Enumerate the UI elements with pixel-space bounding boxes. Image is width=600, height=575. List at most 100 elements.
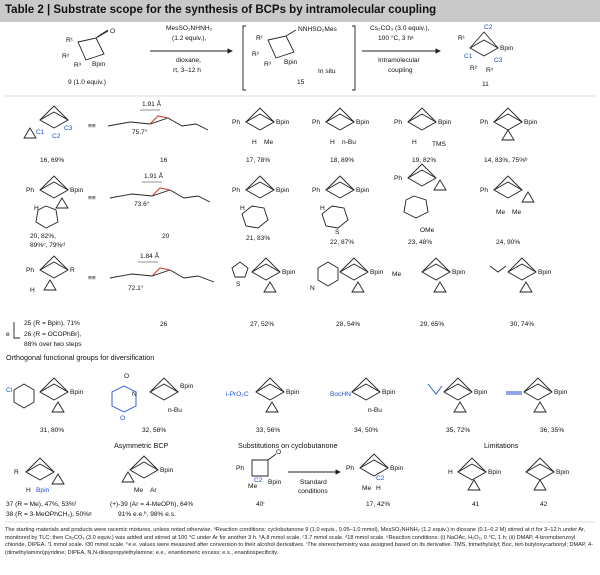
compound-20: Ph Bpin H 20, 82%, 89%ᶜ, 79%ᵈ (26, 175, 84, 249)
svg-text:Me: Me (496, 209, 505, 216)
label-20-crystal: 20 (162, 233, 170, 240)
svg-text:H: H (376, 485, 381, 492)
dist-16: 1.91 Å (142, 99, 162, 108)
section-asymmetric: Asymmetric BCP (114, 441, 169, 450)
r-25: R (70, 267, 75, 274)
bpin-14: Bpin (524, 119, 538, 126)
label-39a: (+)-39 (Ar = 4-MeOPh), 64% (110, 501, 193, 508)
compound-27: S Bpin 27, 52% (231, 257, 296, 328)
svg-text:Me: Me (362, 485, 371, 492)
label-26b: 88% over two steps (24, 341, 82, 348)
compound-35: Bpin 35, 72% (427, 377, 488, 434)
bochn-34: BocHN (330, 391, 351, 398)
standard-line2: conditions (298, 488, 328, 495)
label-26-crystal: 26 (160, 321, 168, 328)
bpin-22: Bpin (356, 187, 370, 194)
compound-21: Ph Bpin H 21, 83% (232, 175, 290, 242)
step1-line3: dioxane, (176, 57, 201, 64)
ph-24: Ph (480, 187, 488, 194)
crystal-16: 1.91 Å 75.7° 16 (107, 99, 209, 164)
bpin-18: Bpin (356, 119, 370, 126)
angle-16: 75.7° (132, 128, 148, 136)
c2-40: C2 (254, 477, 263, 484)
label-19: 19, 82% (412, 157, 436, 164)
label-14: 14, 83%, 75%ᵇ (484, 157, 528, 164)
label-33: 33, 56% (256, 427, 280, 434)
label-27: 27, 52% (250, 321, 274, 328)
compound-41: H Bpin 41 (448, 457, 502, 508)
o-32: O (124, 373, 129, 380)
label-42: 42 (540, 501, 548, 508)
section-substitutions: Substitutions on cyclobutanone (238, 441, 338, 450)
standard-line1: Standard (300, 479, 327, 486)
bpin-30: Bpin (538, 269, 552, 276)
ph-20: Ph (26, 187, 34, 194)
bpin-32: Bpin (180, 383, 194, 390)
label-c1: C1 (464, 53, 473, 60)
ph-19: Ph (394, 119, 402, 126)
svg-text:Me: Me (512, 209, 521, 216)
ar-39: Ar (150, 487, 157, 494)
bpin-20: Bpin (70, 187, 84, 194)
nbu-18: n-Bu (342, 139, 356, 146)
s-27: S (236, 281, 241, 288)
compound-42: Bpin 42 (525, 457, 570, 508)
svg-text:NNHSO₂Mes: NNHSO₂Mes (298, 26, 338, 33)
svg-text:≡≡: ≡≡ (88, 275, 96, 282)
bpin-35: Bpin (474, 389, 488, 396)
bpin-17b: Bpin (390, 465, 404, 472)
svg-text:R¹: R¹ (256, 35, 264, 42)
ome-23: OMe (420, 227, 435, 234)
label-23: 23, 48% (408, 239, 432, 246)
bpin-19: Bpin (438, 119, 452, 126)
svg-text:H: H (26, 487, 31, 494)
svg-text:H: H (30, 287, 35, 294)
svg-text:H: H (240, 205, 245, 212)
label-bpin-3: Bpin (500, 45, 514, 52)
bpin-42: Bpin (556, 469, 570, 476)
label-37: 37 (R = Me), 47%, 53%ᶠ (6, 501, 77, 508)
svg-text:Me: Me (248, 483, 257, 490)
svg-text:Me: Me (264, 139, 273, 146)
ph-18: Ph (312, 119, 320, 126)
compound-29: Me Bpin 29, 65% (392, 257, 466, 328)
svg-text:C2: C2 (52, 133, 61, 140)
bpin-36: Bpin (554, 389, 568, 396)
cl-31: Cl (6, 387, 13, 394)
label-bpin-2: Bpin (284, 59, 298, 66)
svg-text:R²: R² (252, 51, 260, 58)
compound-30: Bpin 30, 74% (489, 257, 552, 328)
label-20b: 89%ᶜ, 79%ᵈ (30, 242, 65, 249)
svg-text:R¹: R¹ (66, 37, 74, 44)
label-36: 36, 35% (540, 427, 564, 434)
compound-36: Bpin 36, 35% (506, 377, 568, 434)
bpin-33: Bpin (286, 389, 300, 396)
bpin-27: Bpin (282, 269, 296, 276)
label-16-crystal: 16 (160, 157, 168, 164)
step2-line4: coupling (388, 67, 413, 74)
label-35: 35, 72% (446, 427, 470, 434)
nbu-34: n-Bu (368, 407, 382, 414)
label-21: 21, 83% (246, 235, 270, 242)
table-title: Table 2 | Substrate scope for the synthe… (5, 4, 437, 16)
svg-text:H: H (320, 205, 325, 212)
in-situ-label: In situ (318, 68, 336, 75)
h-41: H (448, 469, 453, 476)
ph-21: Ph (232, 187, 240, 194)
angle-26: 72.1° (128, 284, 144, 292)
svg-text:≡≡: ≡≡ (88, 123, 96, 130)
label-28: 28, 54% (336, 321, 360, 328)
bpin-34: Bpin (382, 389, 396, 396)
compound-37-38: R H Bpin 37 (R = Me), 47%, 53%ᶠ 38 (R = … (6, 457, 92, 518)
compound-39: Bpin Me Ar (+)-39 (Ar = 4-MeOPh), 64% 91… (110, 455, 193, 518)
bpin-28: Bpin (370, 269, 384, 276)
s-22: S (335, 229, 340, 236)
label-22: 22, 87% (330, 239, 354, 246)
n-32: N (132, 391, 137, 398)
ph-14: Ph (480, 119, 488, 126)
